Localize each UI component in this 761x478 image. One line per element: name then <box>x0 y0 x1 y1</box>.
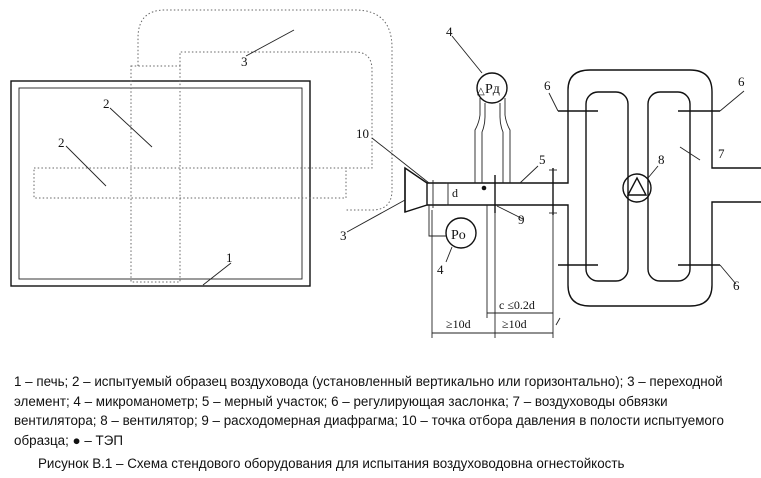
fan <box>622 165 659 203</box>
label-2-lower: 2 <box>58 135 65 150</box>
leader-lines <box>65 29 701 326</box>
dim-c: c ≤0.2d <box>499 298 535 312</box>
label-2-upper: 2 <box>103 96 110 111</box>
dimension-lines <box>431 205 554 338</box>
transition-element <box>404 166 428 213</box>
label-6-bottom-right: 6 <box>733 278 740 293</box>
label-5: 5 <box>539 152 546 167</box>
label-3-bottom: 3 <box>340 228 347 243</box>
sample-horizontal <box>33 167 347 199</box>
figure-legend: 1 – печь; 2 – испытуемый образец воздухо… <box>14 374 724 448</box>
micromanometer-pd <box>474 72 511 183</box>
furnace <box>10 80 311 287</box>
fan-ducts <box>557 69 761 307</box>
micromanometer-po <box>428 205 477 249</box>
figure-caption: Рисунок В.1 – Схема стендового оборудова… <box>38 456 625 471</box>
label-6-top-left: 6 <box>544 78 551 93</box>
label-1: 1 <box>226 250 233 265</box>
sample-loop-route <box>137 9 393 211</box>
test-stand-diagram: 1 2 2 3 3 4 4 5 6 6 6 7 8 9 10 △ Pд Po d… <box>10 9 761 338</box>
measuring-section <box>427 180 557 208</box>
sample-vertical <box>130 65 181 283</box>
dim-upstream: ≥10d <box>446 317 471 331</box>
label-4-top: 4 <box>446 24 453 39</box>
dim-d: d <box>452 186 458 200</box>
label-4-bottom: 4 <box>437 262 444 277</box>
delta-symbol: △ <box>477 86 485 97</box>
dim-downstream: ≥10d <box>502 317 527 331</box>
damper-left <box>549 168 557 215</box>
label-8: 8 <box>658 152 665 167</box>
label-7: 7 <box>718 146 725 161</box>
label-10: 10 <box>356 126 369 141</box>
label-9: 9 <box>518 212 525 227</box>
dampers <box>548 90 745 285</box>
dimension-d <box>446 182 450 206</box>
pd-label: Pд <box>485 82 500 97</box>
po-label: Po <box>451 228 466 243</box>
thermocouple-dot <box>481 185 487 191</box>
label-3-top: 3 <box>241 54 248 69</box>
label-6-top-right: 6 <box>738 74 745 89</box>
